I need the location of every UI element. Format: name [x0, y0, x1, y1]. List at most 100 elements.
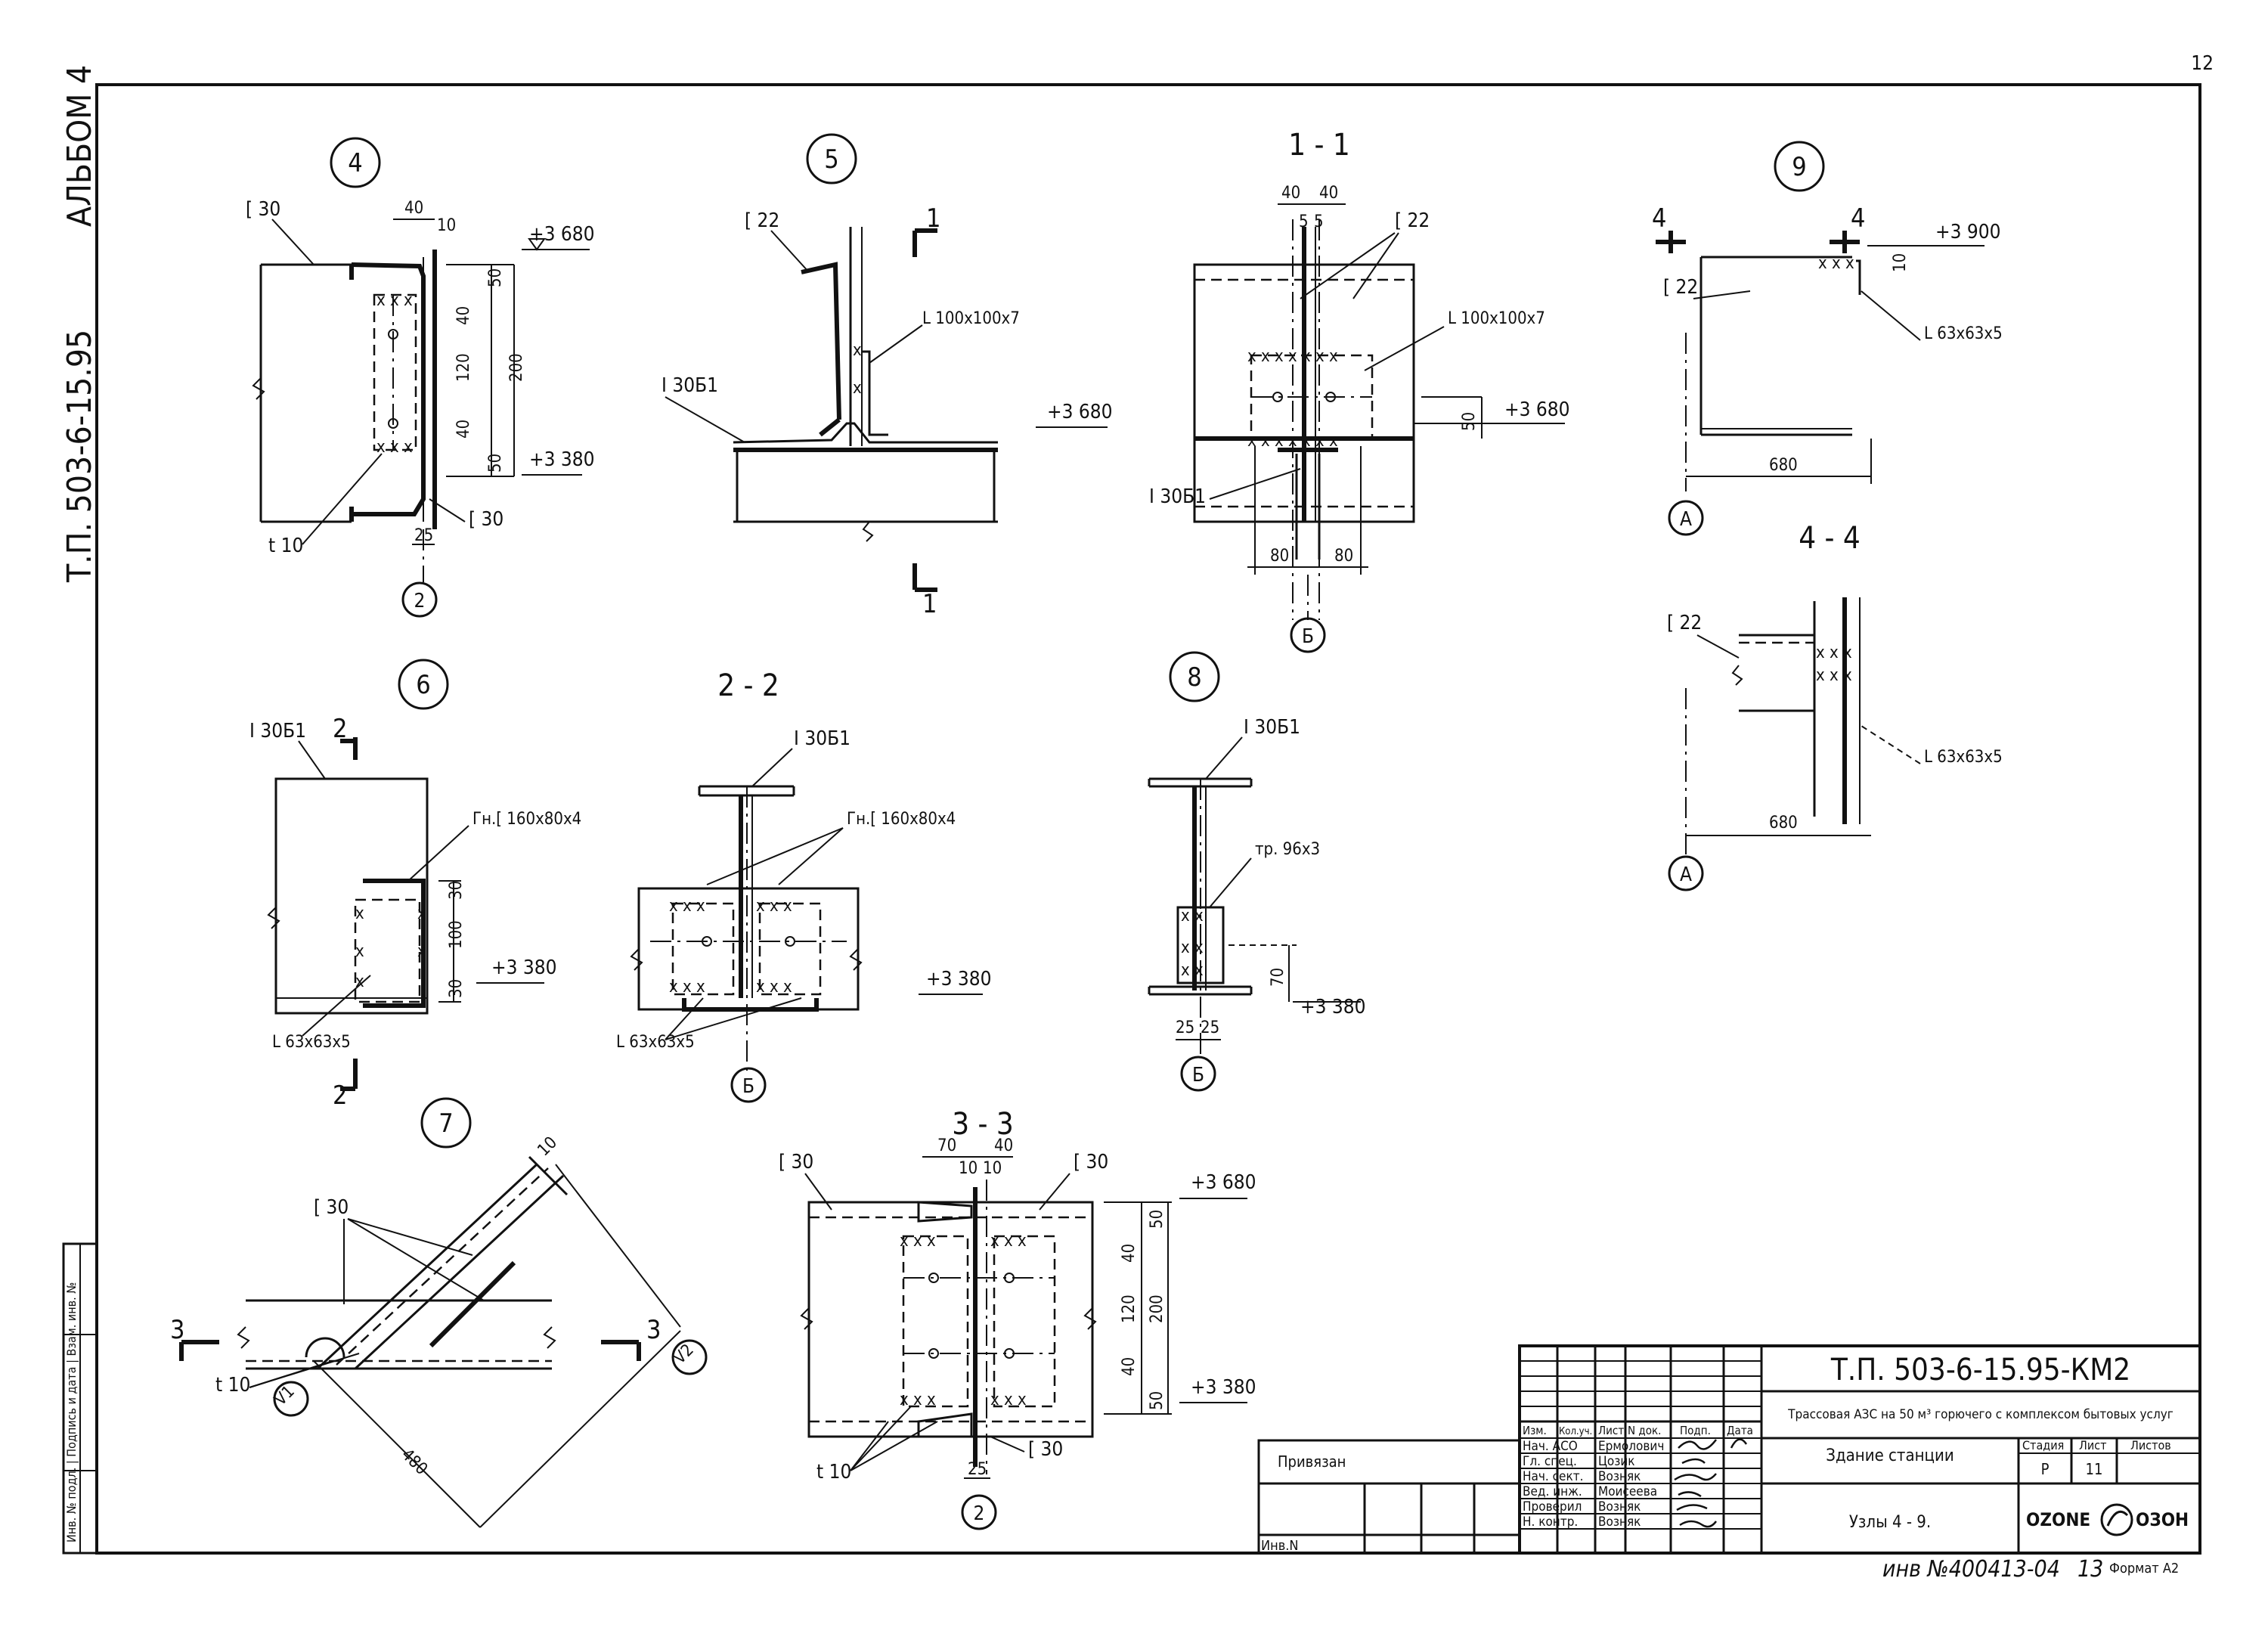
sheets-header: Листов: [2130, 1438, 2171, 1452]
node-5: 5 [ 22 x x 1 1 L 100x100x7 I 30Б1 +3 680: [662, 133, 1113, 619]
section-4-4: 4 - 4 x x x x x x [ 22 L 63x63x5 680 А: [1667, 521, 2003, 891]
drawing-stroke-path: [543, 1326, 556, 1349]
drawing-stroke-line: [479, 1330, 681, 1528]
drawing-label: I 30Б1: [249, 720, 306, 742]
drawing-stroke-path: [630, 948, 643, 971]
drawing-label: Цозик: [1598, 1454, 1635, 1469]
ozon-logo: OZONE ОЗОН: [2026, 1503, 2189, 1536]
drawing-label: 680: [1769, 814, 1798, 832]
drawing-label: 70: [937, 1136, 956, 1155]
privyazan-block: Привязан Инв.N: [1257, 1439, 1521, 1555]
drawing-stroke-line: [665, 997, 704, 1040]
project-name: Трассовая АЗС на 50 м³ горючего с компле…: [1787, 1407, 2174, 1422]
drawing-stroke-line: [271, 219, 314, 265]
drawing-stroke-rect: [993, 1235, 1056, 1408]
drawing-stroke-path: [237, 1326, 250, 1349]
drawing-label: 9: [1792, 152, 1806, 182]
drawing-label: 50: [486, 268, 505, 287]
drawing-label: x x x: [669, 978, 705, 997]
drawing-label: x: [417, 904, 426, 923]
drawing-stroke-line: [751, 748, 793, 787]
drawing-label: 2: [974, 1502, 985, 1525]
drawing-label: Возняк: [1598, 1514, 1641, 1530]
sheet-title: Узлы 4 - 9.: [1849, 1513, 1931, 1532]
drawing-label: [ 30: [469, 508, 503, 531]
drawing-label: x x x: [900, 1232, 936, 1251]
drawing-stroke-line: [665, 997, 802, 1040]
drawing-stroke-path: [1674, 1438, 1748, 1528]
drawing-stroke-rect: [274, 777, 429, 1015]
node-7: 7 3 3 [ 30 t 10 480 10 V1: [170, 1097, 708, 1528]
drawing-label: 2: [333, 1080, 347, 1111]
drawing-stroke-line: [407, 825, 469, 882]
drawing-stroke-line: [313, 1360, 481, 1528]
building-name: Здание станции: [1826, 1446, 1954, 1465]
drawing-label: L 100x100x7: [922, 309, 1020, 328]
drawing-label: Ермолович: [1598, 1439, 1664, 1454]
level-3380-n4: +3 380: [529, 448, 595, 471]
drawing-label: x x x: [1818, 254, 1854, 273]
drawing-stroke-rect: [902, 1235, 969, 1408]
drawing-stroke-path: [305, 1337, 345, 1358]
level-3380-n8: +3 380: [1300, 996, 1366, 1018]
drawing-frame: [95, 83, 2201, 1555]
drawing-label: x x x: [900, 1390, 936, 1409]
level-3680-n4: +3 680: [529, 223, 595, 246]
drawing-label: [ 30: [779, 1151, 813, 1173]
drawing-label: Нач. сект.: [1523, 1469, 1583, 1484]
drawing-label: x: [355, 942, 364, 961]
drawing-label: 680: [1769, 456, 1798, 475]
drawing-stroke-line: [302, 975, 371, 1037]
drawing-label: x x x: [376, 438, 413, 457]
section-4-4-title: 4 - 4: [1799, 521, 1861, 556]
drawing-label: L 63x63x5: [616, 1033, 695, 1052]
drawing-stroke-line: [1696, 634, 1740, 659]
drawing-stroke-path: [801, 262, 841, 420]
left-stamp-strip: Инв. № подл. | Подпись и дата | Взам. ин…: [62, 1242, 98, 1555]
section-1-1-title: 1 - 1: [1288, 128, 1350, 163]
drawing-label: 50: [1148, 1391, 1167, 1410]
drawing-label: 6: [416, 670, 430, 700]
drawing-label: Проверил: [1523, 1499, 1582, 1514]
drawing-stroke-line: [555, 1164, 681, 1328]
drawing-stroke-line: [354, 1174, 565, 1370]
drawing-stroke-circle: [785, 936, 795, 947]
section-2-2-title: 2 - 2: [717, 668, 779, 703]
drawing-label: x x: [1181, 961, 1204, 980]
sheet-header: Лист: [2079, 1438, 2106, 1452]
drawing-label: x x x: [376, 291, 413, 310]
drawing-label: N док.: [1628, 1424, 1661, 1437]
drawing-stroke-line: [429, 498, 466, 522]
drawing-label: 8: [1187, 662, 1201, 693]
drawing-stroke-rect: [1257, 1439, 1521, 1555]
drawing-stroke-line: [336, 1167, 549, 1366]
drawing-label: 40: [1281, 184, 1300, 203]
page-number: 12: [2191, 52, 2214, 75]
drawing-label: Лист: [1598, 1424, 1624, 1437]
drawing-stroke-circle: [961, 1494, 997, 1530]
level-3680-s33: +3 680: [1191, 1171, 1256, 1194]
drawing-label: Нач. АСО: [1523, 1439, 1578, 1454]
level-3380-n6: +3 380: [491, 956, 557, 979]
stamp-side-text: Инв. № подл. | Подпись и дата | Взам. ин…: [64, 1282, 79, 1542]
drawing-label: Б: [742, 1075, 754, 1098]
drawing-label: 25: [1201, 1018, 1219, 1037]
drawing-stroke-line: [706, 827, 844, 885]
drawing-stroke-path: [849, 948, 863, 971]
drawing-label: А: [1680, 508, 1692, 531]
drawing-label: L 63x63x5: [272, 1033, 351, 1052]
drawing-stroke-circle: [928, 1273, 939, 1283]
drawing-label: [ 22: [1395, 209, 1430, 232]
drawing-label: Гн.[ 160x80x4: [847, 810, 956, 829]
drawing-label: Н. контр.: [1523, 1514, 1578, 1530]
drawing-stroke-line: [1861, 725, 1921, 764]
drawing-label: L 100x100x7: [1448, 309, 1545, 328]
drawing-label: 40: [1120, 1357, 1139, 1376]
drawing-label: Б: [1302, 625, 1314, 648]
drawing-stroke-path: [2106, 1510, 2129, 1527]
privyazan-label: Привязан: [1278, 1452, 1346, 1471]
drawing-label: 40: [454, 306, 473, 325]
drawing-label: 4: [1652, 203, 1666, 234]
drawing-label: ОЗОН: [2136, 1509, 2189, 1530]
